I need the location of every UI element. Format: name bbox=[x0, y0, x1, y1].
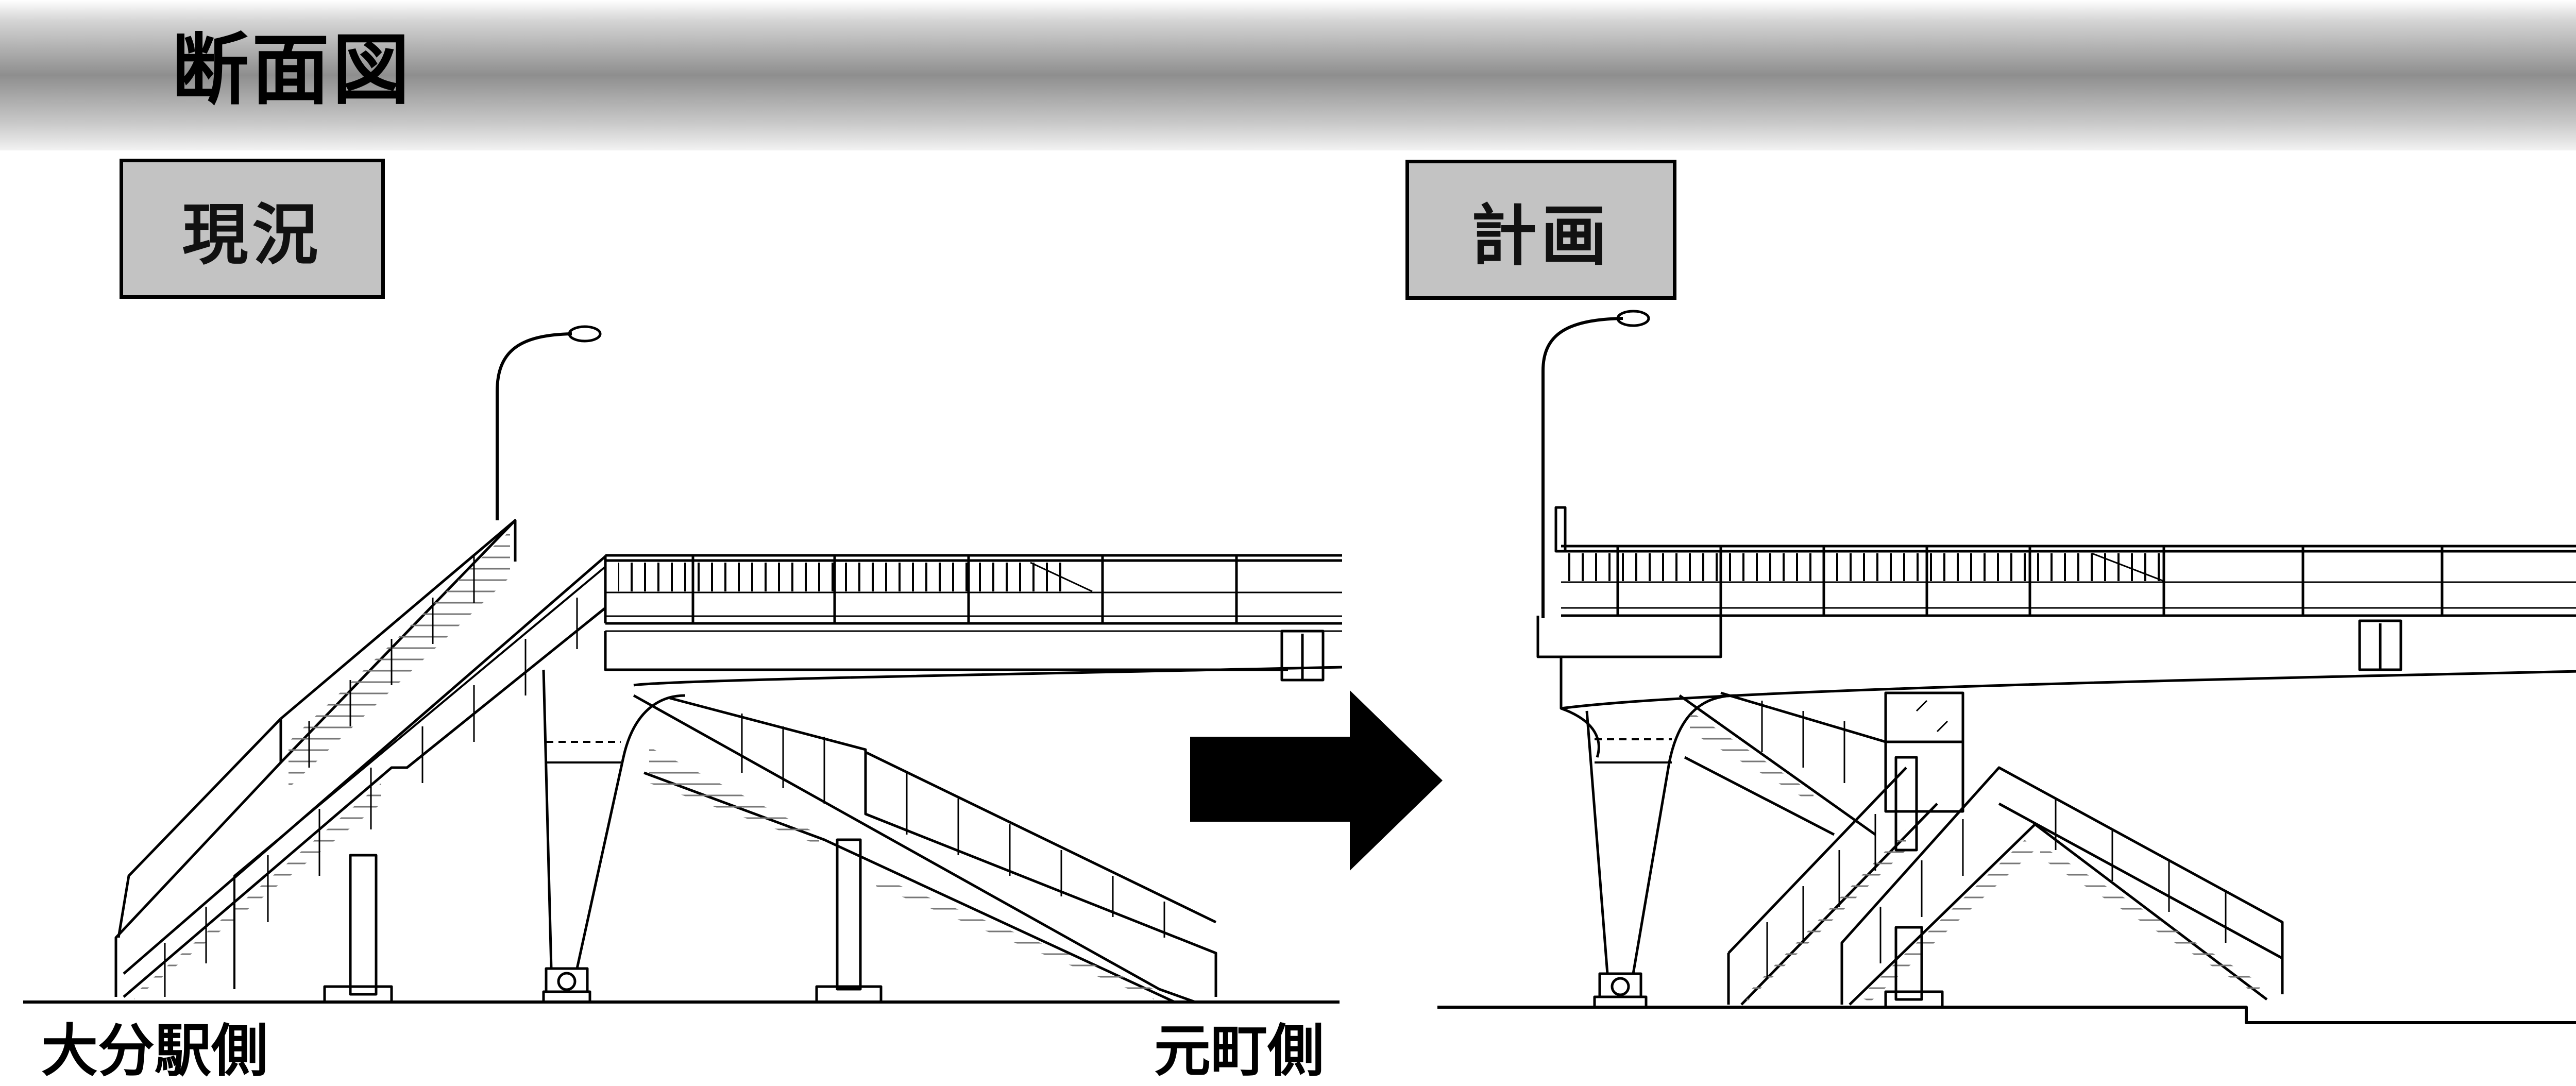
label-current: 現況 bbox=[120, 159, 385, 299]
side-label-oita-station: 大分駅側 bbox=[41, 1018, 268, 1084]
streetlight-icon bbox=[496, 325, 602, 520]
deck-girder-plan bbox=[1536, 506, 2576, 758]
current-section bbox=[23, 325, 1343, 1004]
page-title: 断面図 bbox=[172, 26, 413, 115]
central-pier-plan bbox=[1585, 694, 1737, 1009]
central-pier bbox=[542, 669, 686, 1004]
ground-line-plan bbox=[1437, 1006, 2576, 1024]
header-bar bbox=[0, 0, 2576, 150]
rear-stair-plan bbox=[1679, 691, 1964, 836]
label-plan: 計画 bbox=[1405, 160, 1676, 300]
plan-section bbox=[1437, 310, 2576, 1024]
streetlight-icon bbox=[1541, 310, 1650, 618]
right-arrow-icon bbox=[1190, 690, 1443, 871]
right-stair bbox=[633, 694, 1217, 1004]
deck-railing-plan bbox=[1561, 546, 2576, 616]
deck-girder bbox=[604, 554, 1343, 687]
left-stair bbox=[114, 519, 606, 1004]
new-stair-left bbox=[1727, 756, 1938, 1006]
deck-railing bbox=[604, 555, 1342, 623]
side-label-motomachi: 元町側 bbox=[1154, 1018, 1324, 1084]
new-stair-right bbox=[1840, 766, 2284, 1009]
